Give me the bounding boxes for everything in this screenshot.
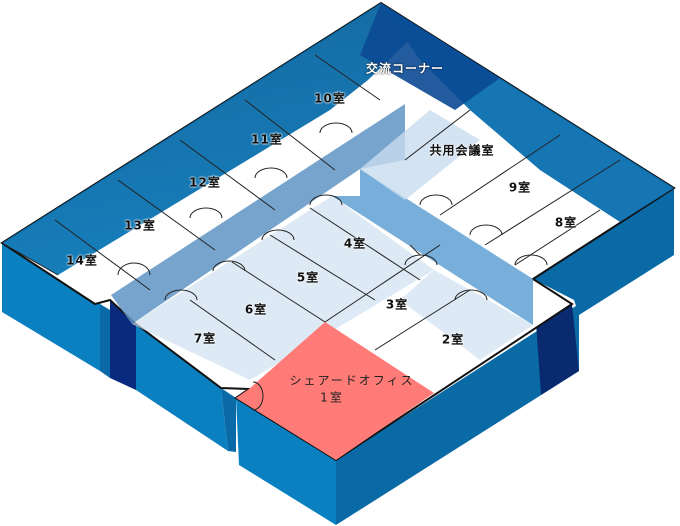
- wall-red-block-right: [336, 304, 579, 525]
- door-arcs: [117, 122, 548, 411]
- door-icon: [164, 289, 198, 301]
- door-icon: [309, 194, 343, 206]
- room-label-10: 10室: [314, 91, 346, 106]
- wall-dark-left: [110, 300, 136, 390]
- door-icon: [454, 289, 488, 301]
- door-icon: [404, 254, 438, 266]
- meeting-room-shade: [360, 110, 480, 200]
- room-label-lounge: 交流コーナー: [365, 61, 445, 76]
- wall-red-block-left: [236, 398, 336, 525]
- room-dividers: [1, 54, 621, 361]
- door-icon: [189, 207, 223, 219]
- shared-office-room-1[interactable]: [236, 322, 434, 460]
- shared-office-title: シェアードオフィス: [289, 373, 415, 388]
- room-label-meeting: 共用会議室: [429, 143, 495, 158]
- door-icon: [254, 167, 288, 179]
- room-label-2: 2室: [441, 332, 465, 347]
- room-label-8: 8室: [554, 215, 578, 230]
- room-label-5: 5室: [296, 270, 320, 285]
- room-label-1: 1室: [320, 390, 344, 405]
- corridor-east: [332, 169, 533, 325]
- door-icon: [212, 260, 246, 272]
- room-label-3: 3室: [385, 297, 409, 312]
- door-icon: [252, 381, 264, 411]
- lounge-dark: [360, 3, 500, 110]
- wall-middle-side: [221, 388, 236, 452]
- wall-right-face: [533, 188, 674, 315]
- door-icon: [261, 229, 295, 241]
- south-rooms-shade: [132, 196, 434, 380]
- room-label-11: 11室: [251, 132, 283, 147]
- door-icon: [469, 224, 503, 236]
- door-icon: [514, 254, 548, 266]
- door-icon: [419, 194, 453, 206]
- room-2-shade: [400, 270, 533, 360]
- room-label-7: 7室: [193, 331, 217, 346]
- room-label-12: 12室: [189, 175, 221, 190]
- wall-left-face: [2, 243, 100, 371]
- wall-middle-face: [136, 324, 228, 451]
- door-icon: [117, 262, 151, 276]
- wall-left-inner: [100, 304, 110, 378]
- corridor-west: [111, 104, 405, 324]
- room-label-14: 14室: [66, 253, 98, 268]
- room-label-4: 4室: [343, 236, 367, 251]
- room-label-9: 9室: [508, 180, 532, 195]
- door-icon: [319, 122, 353, 134]
- room-label-13: 13室: [124, 218, 156, 233]
- north-wall-band: [2, 3, 420, 275]
- room-label-6: 6室: [244, 302, 268, 317]
